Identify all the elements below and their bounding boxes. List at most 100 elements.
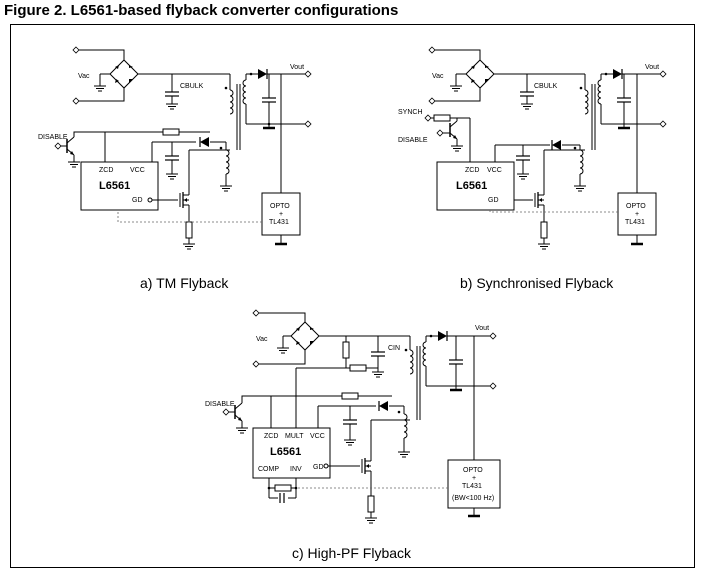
cbulk-capacitor-a <box>164 91 180 97</box>
gnd-out-terminal-c <box>489 382 497 390</box>
aux-winding-c <box>403 413 408 439</box>
chip-label-b: L6561 <box>456 180 487 192</box>
opto-line1-b: OPTO <box>626 203 646 210</box>
caption-b: b) Synchronised Flyback <box>460 275 614 291</box>
figure-frame <box>10 24 695 568</box>
sense-resistor-c <box>367 495 375 513</box>
mosfet-b <box>534 187 545 213</box>
synch-terminal-b <box>424 114 432 122</box>
pin-gd-c: GD <box>313 464 324 471</box>
sense-resistor-a <box>185 221 193 239</box>
transformer-secondary-b <box>597 79 602 105</box>
pin-vcc-a: VCC <box>130 167 145 174</box>
l6561-chip-a <box>80 161 159 211</box>
ac-terminal-a2 <box>72 97 80 105</box>
vcc-capacitor-c <box>342 419 358 425</box>
aux-winding-a <box>225 149 230 175</box>
opto-line1-c: OPTO <box>463 467 483 474</box>
aux-diode-c <box>378 400 389 412</box>
disable-transistor-c <box>234 402 243 422</box>
vac-label-a: Vac <box>78 73 90 80</box>
resistor-a1 <box>162 128 180 136</box>
comp-resistor-c <box>274 484 292 492</box>
vout-terminal-b <box>659 70 667 78</box>
ground-icon-a4 <box>67 161 81 168</box>
ground-icon-a1 <box>93 85 107 92</box>
ground-icon-c6 <box>343 439 357 446</box>
opto-line2-a: + <box>279 211 283 218</box>
output-diode-c <box>437 330 448 342</box>
ac-terminal-a1 <box>72 46 80 54</box>
opto-line2-c: + <box>472 475 476 482</box>
cbulk-label-a: CBULK <box>180 83 204 90</box>
aux-diode-b <box>551 139 562 151</box>
pin-zcd-c: ZCD <box>264 433 278 440</box>
ac-terminal-b2 <box>428 97 436 105</box>
pin-mult-c: MULT <box>285 433 304 440</box>
pin-vcc-c: VCC <box>310 433 325 440</box>
aux-diode-a <box>199 136 210 148</box>
ground-icon-c2 <box>371 371 385 378</box>
circuit-b: Vac CBULK Vout SYNCH <box>398 46 667 291</box>
pin-gd-a: GD <box>132 197 143 204</box>
opto-block-a <box>261 192 301 236</box>
mult-resistor-bottom-c <box>349 364 367 372</box>
opto-block-b <box>617 192 657 236</box>
ground-icon-c5 <box>397 451 411 458</box>
l6561-chip-b <box>436 161 515 211</box>
ground-icon-b7 <box>537 243 551 250</box>
ground-icon-a5 <box>219 185 233 192</box>
bridge-rectifier-b <box>465 59 495 89</box>
cin-capacitor-c <box>370 351 386 357</box>
vout-terminal-a <box>304 70 312 78</box>
pin-gd-b: GD <box>488 197 499 204</box>
vac-label-b: Vac <box>432 73 444 80</box>
mosfet-a <box>179 187 190 213</box>
ground-icon-a6 <box>165 173 179 180</box>
vout-label-c: Vout <box>475 325 489 332</box>
mosfet-c <box>361 453 372 479</box>
output-diode-b <box>612 68 623 80</box>
transformer-primary-a <box>229 89 234 115</box>
caption-c: c) High-PF Flyback <box>292 545 412 561</box>
vcc-capacitor-b <box>515 155 531 161</box>
chip-label-a: L6561 <box>99 180 130 192</box>
ground-icon-b4 <box>450 145 464 152</box>
disable-terminal-a <box>54 142 62 150</box>
ground-icon-b1 <box>449 85 463 92</box>
ground-icon-c1 <box>276 347 290 354</box>
ground-icon-b6 <box>516 173 530 180</box>
resistor-c1 <box>341 392 359 400</box>
mult-resistor-top-c <box>342 341 350 359</box>
output-diode-a <box>257 68 268 80</box>
disable-terminal-b <box>436 129 444 137</box>
chip-label-c: L6561 <box>270 446 301 458</box>
ground-icon-b5 <box>573 185 587 192</box>
transformer-primary-b <box>584 89 589 115</box>
ground-icon-a7 <box>182 243 196 250</box>
pin-zcd-a: ZCD <box>99 167 113 174</box>
pin-vcc-b: VCC <box>487 167 502 174</box>
bridge-rectifier-c <box>290 321 320 351</box>
opto-line4-c: (BW<100 Hz) <box>452 495 494 502</box>
circuit-a: Vac CBULK Vout DISABLE <box>38 46 312 291</box>
vcc-capacitor-a <box>164 155 180 161</box>
ground-icon-c7 <box>364 517 378 524</box>
pin-zcd-b: ZCD <box>465 167 479 174</box>
figure-title: Figure 2. L6561-based flyback converter … <box>4 2 399 19</box>
disable-terminal-c <box>222 408 230 416</box>
cin-label-c: CIN <box>388 345 400 352</box>
bridge-rectifier-a <box>109 59 139 89</box>
ac-terminal-c1 <box>252 309 260 317</box>
ground-icon-a2 <box>165 103 179 110</box>
output-capacitor-b <box>616 97 632 103</box>
aux-winding-b <box>579 149 584 175</box>
disable-label-c: DISABLE <box>205 401 235 408</box>
disable-transistor-a <box>66 136 75 156</box>
ac-terminal-b1 <box>428 46 436 54</box>
cbulk-capacitor-b <box>519 91 535 97</box>
disable-label-b: DISABLE <box>398 137 428 144</box>
pin-inv-c: INV <box>290 466 302 473</box>
circuit-c: Vac CIN Vout <box>205 309 501 561</box>
